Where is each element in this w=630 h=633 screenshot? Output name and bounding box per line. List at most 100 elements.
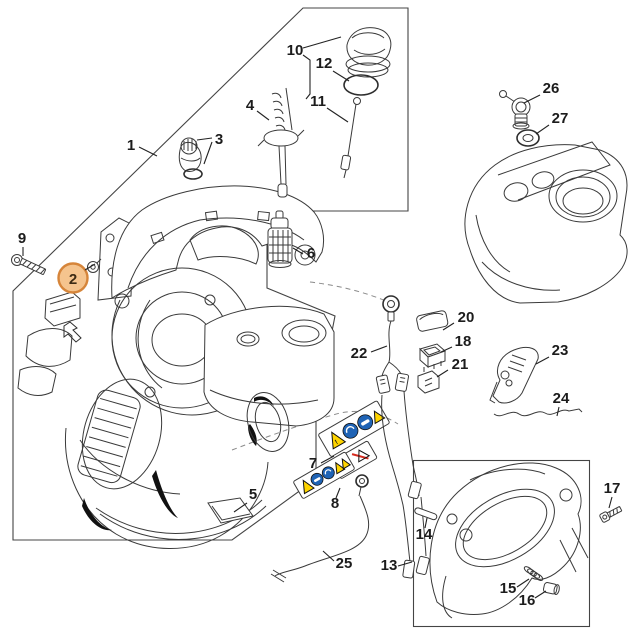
- callout-8-label[interactable]: 8: [331, 495, 339, 512]
- leader-21: [436, 369, 449, 378]
- volute-swirl: [137, 299, 163, 389]
- filler-neck-small: [236, 331, 260, 347]
- tube-stub-outer: [246, 392, 290, 452]
- part-bolt-9: [11, 254, 47, 275]
- callout-13-label[interactable]: 13: [381, 557, 398, 574]
- callout-7-label[interactable]: 7: [309, 455, 317, 472]
- warning-triangle-icon: [335, 461, 346, 475]
- leader-10: [302, 36, 342, 49]
- part-spring-15: [523, 566, 544, 582]
- leader-7: [320, 455, 335, 464]
- callout-9-label[interactable]: 9: [18, 230, 26, 247]
- boss: [114, 293, 130, 309]
- leader-12: [332, 70, 350, 82]
- callout-12-label[interactable]: 12: [316, 55, 333, 72]
- fuel-tank-block: [203, 305, 335, 427]
- part-blower-housing-assembly: [17, 185, 335, 549]
- warning-triangle-icon: [302, 479, 315, 495]
- part-throttle-link-24: [493, 408, 583, 417]
- callout-3-label[interactable]: 3: [215, 131, 223, 148]
- leader-22: [370, 345, 388, 353]
- scoop-face-line: [79, 439, 181, 495]
- leader-27: [535, 124, 550, 135]
- callout-4-label[interactable]: 4: [246, 97, 255, 114]
- part-switch-18: [419, 343, 446, 372]
- part-switch-cover-20: [416, 310, 449, 332]
- leader-5: [233, 502, 248, 513]
- leader-2: [84, 263, 96, 271]
- svg-text:!: !: [334, 439, 340, 446]
- leader-3: [196, 137, 213, 165]
- callout-20-label[interactable]: 20: [458, 309, 475, 326]
- callout-2-label[interactable]: 2: [69, 271, 77, 288]
- rib: [204, 210, 219, 222]
- part-fuel-filter-6: [267, 210, 293, 268]
- callout-6-label[interactable]: 6: [307, 245, 315, 262]
- leader-14: [424, 517, 428, 529]
- tube-stub-inner: [254, 401, 282, 443]
- handle-cutout: [189, 225, 259, 265]
- safety-label-7: !: [318, 400, 390, 457]
- part-plug-16: [542, 582, 560, 596]
- filler-neck-large-inner: [288, 325, 320, 343]
- leader-26: [523, 94, 541, 104]
- callout-16-label[interactable]: 16: [519, 592, 536, 609]
- reference-dashed-line-upper: [309, 281, 387, 302]
- part-retainer-11: [340, 97, 361, 179]
- leader-13: [397, 561, 413, 567]
- leader-17: [608, 496, 613, 509]
- callout-15-label[interactable]: 15: [500, 580, 517, 597]
- callout-11-label[interactable]: 11: [310, 93, 326, 110]
- boss: [294, 244, 316, 266]
- callout-5-label[interactable]: 5: [249, 486, 257, 503]
- callout-18-label[interactable]: 18: [455, 333, 472, 350]
- boss: [204, 294, 216, 306]
- leader-8: [335, 487, 341, 499]
- grille-frame: [81, 378, 163, 490]
- boss: [105, 233, 115, 243]
- callout-labels: 1 2 3 4 5 6 7 8 9 10 11 12 13 14 15 16 1…: [18, 42, 621, 609]
- callout-21-label[interactable]: 21: [452, 356, 469, 373]
- rib: [150, 231, 165, 244]
- leader-20: [442, 322, 455, 331]
- callout-14-label[interactable]: 14: [416, 526, 433, 543]
- callout-10-label[interactable]: 10: [287, 42, 304, 59]
- part-fuel-cap-10: [345, 27, 392, 78]
- handle-box-outline: [412, 459, 591, 628]
- filler-neck-small-inner: [240, 334, 256, 344]
- callout-26-label[interactable]: 26: [543, 80, 560, 97]
- highlight-circle-2[interactable]: [57, 262, 89, 294]
- leader-18: [440, 346, 453, 353]
- part-pin-14: [414, 507, 438, 521]
- part-grommet-27: [516, 129, 540, 147]
- leader-25: [322, 550, 335, 562]
- leader-24: [556, 406, 560, 417]
- ear-protection-icon: [342, 422, 359, 439]
- callout-24-label[interactable]: 24: [553, 390, 570, 407]
- part-ground-wire-25: [270, 474, 370, 583]
- boss: [144, 386, 156, 398]
- safety-label-8: [293, 440, 378, 499]
- leader-4: [256, 110, 270, 121]
- rib: [257, 210, 270, 222]
- part-wiring-harness-22: [375, 295, 430, 579]
- callout-22-label[interactable]: 22: [351, 345, 368, 362]
- left-flap-lower: [17, 366, 57, 396]
- part-choke-shaft-4: [257, 87, 305, 198]
- leader-6: [292, 247, 304, 255]
- callout-23-label[interactable]: 23: [552, 342, 569, 359]
- callout-17-label[interactable]: 17: [604, 480, 621, 497]
- part-o-ring-12: [343, 74, 379, 96]
- part-connector-21: [417, 370, 440, 394]
- ear-protection-icon: [321, 466, 335, 480]
- part-tank-bracket: [464, 141, 628, 304]
- leader-16: [534, 590, 547, 599]
- callout-27-label[interactable]: 27: [552, 110, 569, 127]
- callout-25-label[interactable]: 25: [336, 555, 353, 572]
- callout-1-label[interactable]: 1: [127, 137, 135, 154]
- part-vent-valve-26: [499, 90, 531, 130]
- boss: [300, 250, 310, 260]
- o-ring-3: [183, 168, 203, 180]
- leader-1: [138, 146, 158, 157]
